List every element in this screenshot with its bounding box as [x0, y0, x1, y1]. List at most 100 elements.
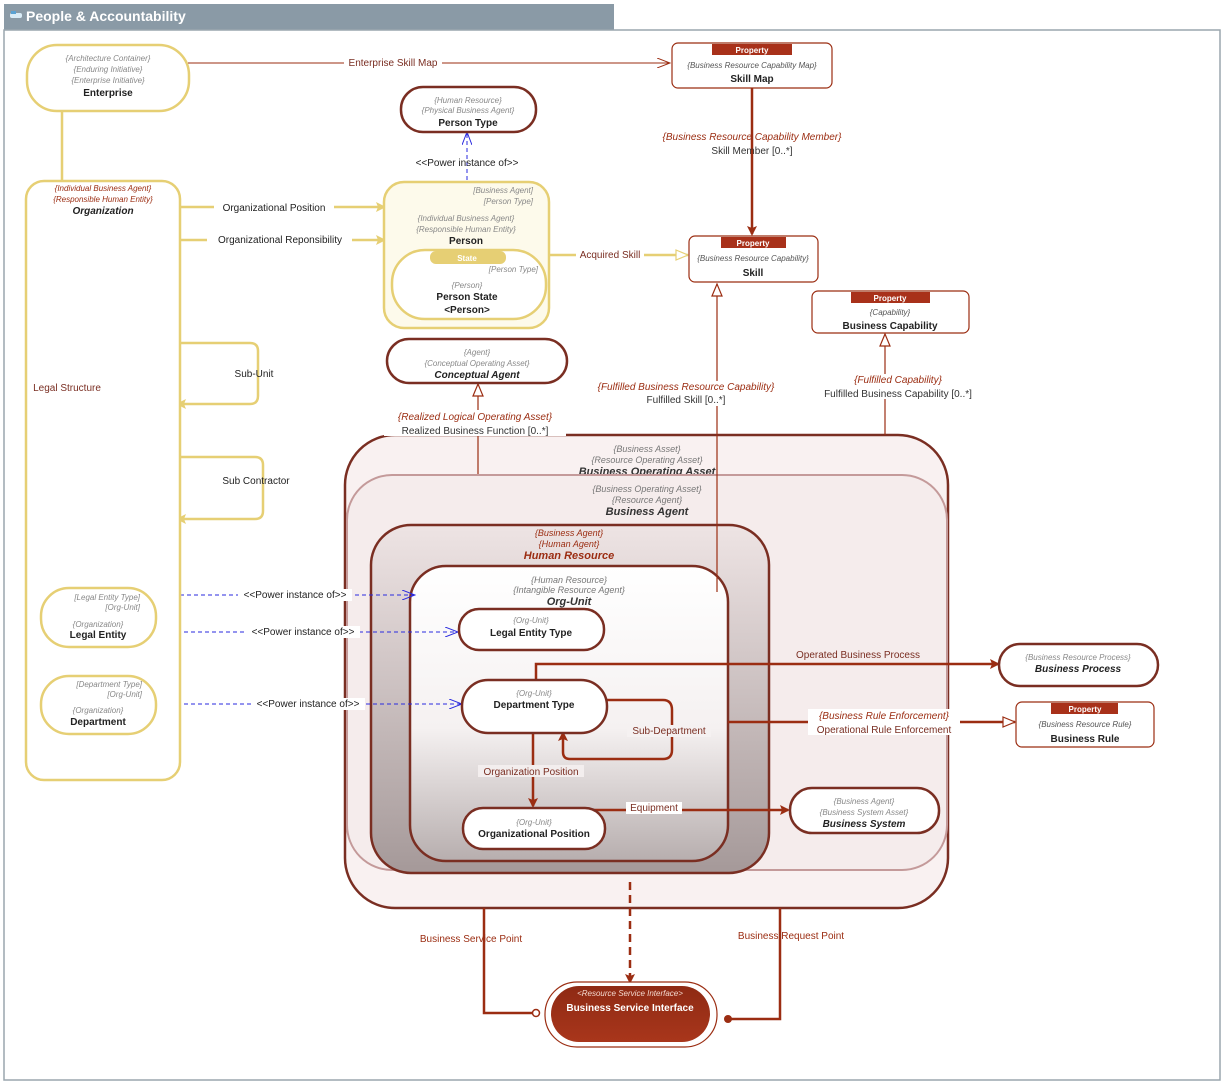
business-rule-stereo: {Business Resource Rule} — [1039, 720, 1132, 729]
business-process-node[interactable] — [997, 642, 1160, 688]
business-request-point-edge[interactable] — [724, 908, 782, 1023]
sub-contractor-edge[interactable] — [176, 455, 265, 524]
skill-map-badge — [712, 44, 792, 55]
acquired-skill-label: Acquired Skill — [580, 250, 641, 261]
department-type-node[interactable] — [460, 678, 609, 735]
person-stereo1: {Individual Business Agent} — [418, 214, 515, 223]
person-state-stereo: {Person} — [452, 281, 483, 290]
department-tag1: [Department Type] — [75, 680, 142, 689]
person-name: Person — [449, 236, 483, 247]
business-system-stereo2: {Business System Asset} — [820, 808, 909, 817]
organization-stereo1: {Individual Business Agent} — [55, 184, 152, 193]
legal-entity-type-node[interactable] — [457, 607, 606, 652]
business-system-name: Business System — [823, 819, 906, 830]
legal-entity-type-stereo: {Org-Unit} — [513, 616, 549, 625]
person-tag1: [Business Agent] — [472, 186, 534, 195]
sub-contractor-label: Sub Contractor — [222, 476, 290, 487]
organization-name: Organization — [72, 206, 133, 217]
business-service-interface-node[interactable] — [551, 986, 710, 1042]
organizational-position-name: Organizational Position — [478, 829, 590, 840]
fulfilled-capability-label: Fulfilled Business Capability [0..*] — [824, 389, 972, 400]
operated-business-process-edge[interactable] — [534, 659, 1000, 680]
person-state-node[interactable] — [390, 248, 548, 321]
person-type-stereo2: {Physical Business Agent} — [422, 106, 515, 115]
organizational-reponsibility-label: Organizational Reponsibility — [218, 235, 342, 246]
equipment-label: Equipment — [630, 803, 678, 814]
business-process-stereo: {Business Resource Process} — [1025, 653, 1131, 662]
sub-department-label: Sub-Department — [632, 726, 706, 737]
business-capability-badge-label: Property — [874, 294, 907, 303]
human-resource-stereo2: {Human Agent} — [539, 539, 600, 549]
diagram-title-tab[interactable] — [4, 4, 614, 30]
legal-entity-node[interactable] — [39, 586, 158, 649]
org-unit-stereo2: {Intangible Resource Agent} — [513, 585, 625, 595]
sub-department-edge[interactable] — [558, 698, 674, 761]
skill-badge-label: Property — [737, 239, 770, 248]
person-state-name: Person State — [436, 292, 498, 303]
department-stereo: {Organization} — [73, 706, 124, 715]
diagram-title: People & Accountability — [26, 8, 186, 24]
power-instance-person-label: <<Power instance of>> — [416, 158, 519, 169]
department-node[interactable] — [39, 674, 158, 736]
diagram-frame-border — [3, 29, 1221, 1081]
conceptual-agent-stereo1: {Agent} — [464, 348, 491, 357]
legal-structure-label: Legal Structure — [33, 383, 101, 394]
diagram-icon — [10, 11, 22, 18]
conceptual-agent-node[interactable] — [385, 337, 569, 385]
person-type-node[interactable] — [399, 85, 538, 134]
organization-stereo2: {Responsible Human Entity} — [53, 195, 153, 204]
legal-entity-type-name: Legal Entity Type — [490, 628, 572, 639]
legal-entity-tag1: [Legal Entity Type] — [73, 593, 140, 602]
power-instance-3-label: <<Power instance of>> — [257, 699, 360, 710]
business-operating-asset-stereo2: {Resource Operating Asset} — [591, 455, 702, 465]
person-state-badge-label: State — [457, 254, 477, 263]
business-capability-stereo: {Capability} — [870, 308, 911, 317]
rule-enforcement-stereo-label: {Business Rule Enforcement} — [819, 711, 950, 722]
skill-name: Skill — [743, 268, 764, 279]
human-resource-name: Human Resource — [524, 550, 614, 562]
business-operating-asset-stereo1: {Business Asset} — [613, 444, 680, 454]
legal-entity-tag2: [Org-Unit] — [104, 603, 140, 612]
business-rule-badge — [1051, 703, 1118, 714]
enterprise-skill-map-label: Enterprise Skill Map — [349, 58, 438, 69]
business-system-node[interactable] — [788, 786, 941, 835]
skill-member-stereo-label: {Business Resource Capability Member} — [663, 132, 843, 143]
legal-entity-stereo: {Organization} — [73, 620, 124, 629]
skill-map-stereo: {Business Resource Capability Map} — [687, 61, 817, 70]
fulfilled-capability-stereo-label: {Fulfilled Capability} — [854, 375, 942, 386]
rule-enforcement-label: Operational Rule Enforcement — [817, 725, 952, 736]
fulfilled-skill-stereo-label: {Fulfilled Business Resource Capability} — [598, 382, 775, 393]
conceptual-agent-stereo2: {Conceptual Operating Asset} — [424, 359, 529, 368]
business-agent-stereo2: {Resource Agent} — [612, 495, 682, 505]
skill-map-name: Skill Map — [730, 74, 773, 85]
person-stereo2: {Responsible Human Entity} — [416, 225, 516, 234]
org-unit-stereo1: {Human Resource} — [531, 575, 607, 585]
business-capability-name: Business Capability — [842, 321, 937, 332]
org-unit-name: Org-Unit — [547, 596, 593, 608]
business-service-interface-stereo: <Resource Service Interface> — [577, 989, 683, 998]
business-rule-node[interactable] — [1015, 701, 1155, 748]
business-service-point-edge[interactable] — [482, 908, 541, 1018]
business-service-point-label: Business Service Point — [420, 934, 522, 945]
business-request-point-label: Business Request Point — [738, 931, 844, 942]
enterprise-node[interactable] — [25, 43, 191, 113]
business-service-interface-name: Business Service Interface — [566, 1003, 694, 1014]
power-instance-2-label: <<Power instance of>> — [252, 627, 355, 638]
operated-business-process-label: Operated Business Process — [796, 650, 920, 661]
power-instance-1-label: <<Power instance of>> — [244, 590, 347, 601]
department-type-stereo: {Org-Unit} — [516, 689, 552, 698]
sub-unit-edge[interactable] — [176, 341, 260, 409]
skill-badge — [721, 237, 786, 248]
organization-position-label: Organization Position — [483, 767, 578, 778]
department-name: Department — [70, 717, 126, 728]
skill-member-label: Skill Member [0..*] — [711, 146, 792, 157]
conceptual-agent-name: Conceptual Agent — [434, 370, 520, 381]
person-tag2: [Person Type] — [483, 197, 534, 206]
person-state-name2: <Person> — [444, 305, 490, 316]
sub-unit-label: Sub-Unit — [235, 369, 274, 380]
person-state-tag: [Person Type] — [488, 265, 539, 274]
organizational-position-node[interactable] — [461, 806, 607, 851]
business-process-name: Business Process — [1035, 664, 1122, 675]
person-state-badge — [430, 251, 506, 264]
